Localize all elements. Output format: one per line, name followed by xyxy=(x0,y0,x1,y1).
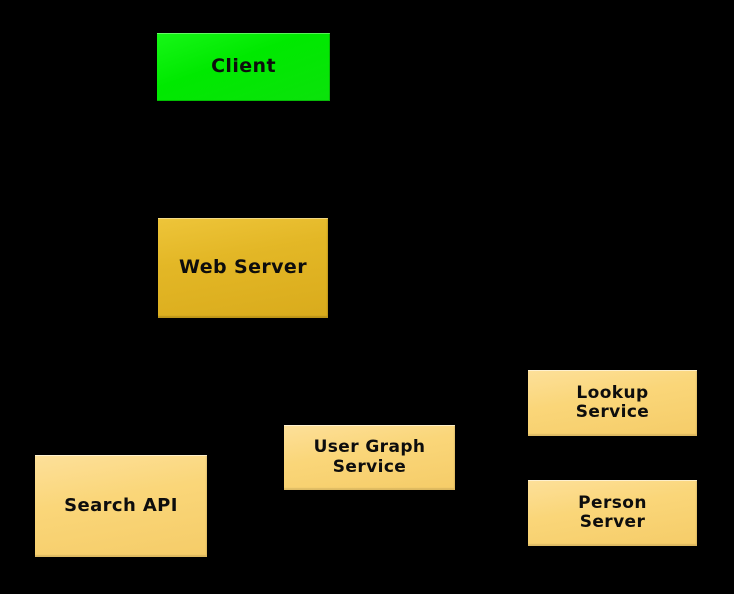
node-search-api[interactable]: Search API xyxy=(35,455,207,557)
node-label-search-api: Search API xyxy=(64,494,178,516)
node-user-graph-service[interactable]: User Graph Service xyxy=(284,425,455,490)
node-web-server[interactable]: Web Server xyxy=(158,218,328,318)
node-label-client: Client xyxy=(211,55,276,78)
node-label-lookup-service: Lookup Service xyxy=(575,382,650,422)
node-label-user-graph-service: User Graph Service xyxy=(313,437,426,477)
node-label-web-server: Web Server xyxy=(179,256,307,279)
node-lookup-service[interactable]: Lookup Service xyxy=(528,370,697,436)
node-client[interactable]: Client xyxy=(157,33,330,101)
node-label-person-server: Person Server xyxy=(578,492,647,532)
node-person-server[interactable]: Person Server xyxy=(528,480,697,546)
